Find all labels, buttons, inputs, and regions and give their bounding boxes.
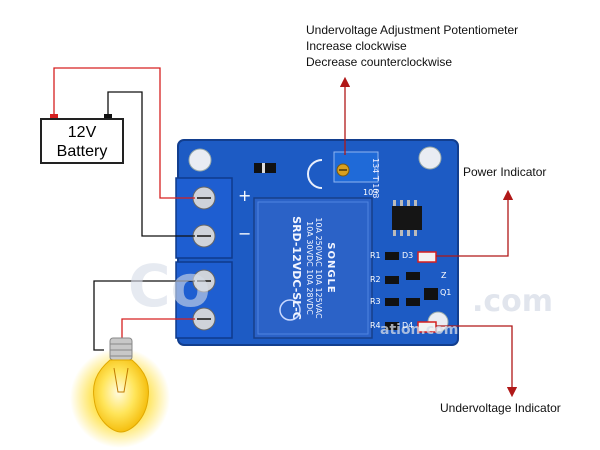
terminal-block-power[interactable] xyxy=(175,177,233,259)
d3-label: D3 xyxy=(402,251,414,260)
relay-text-block: SONGLE 10A 250VAC 10A 125VAC 10A 30VDC 1… xyxy=(254,198,372,338)
ic-chip xyxy=(392,206,422,230)
battery-voltage: 12V xyxy=(67,124,97,141)
relay-model: SRD-12VDC-SL-C xyxy=(290,216,303,320)
relay-rating-2: 10A 30VDC 10A 28VDC xyxy=(305,221,314,315)
smd-resistors xyxy=(385,252,420,330)
minus-label: − xyxy=(238,224,252,243)
battery-label: Battery xyxy=(56,143,108,160)
relay-rating-1: 10A 250VAC 10A 125VAC xyxy=(314,217,323,319)
watermark-big: Co xyxy=(128,252,211,320)
r4-label: R4 xyxy=(370,321,381,330)
load-wire-black xyxy=(93,280,195,351)
mount-hole-tl xyxy=(188,148,212,172)
relay-brand: SONGLE xyxy=(325,242,336,294)
r2-label: R2 xyxy=(370,275,381,284)
transistor xyxy=(424,288,438,300)
battery-positive-wire xyxy=(53,67,195,199)
q1-label: Q1 xyxy=(440,288,452,297)
light-bulb xyxy=(70,337,170,448)
power-led xyxy=(417,251,437,263)
mount-hole-tr xyxy=(418,146,442,170)
watermark-right: .com xyxy=(472,284,554,319)
undervoltage-led xyxy=(417,321,437,333)
r3-label: R3 xyxy=(370,297,381,306)
pot-code-label: 103 xyxy=(363,188,379,197)
r1-label: R1 xyxy=(370,251,381,260)
load-wire-red xyxy=(121,318,195,342)
power-arrow xyxy=(436,189,514,257)
potentiometer[interactable] xyxy=(333,151,379,183)
battery: 12V Battery xyxy=(40,118,124,164)
z-label: Z xyxy=(441,271,447,280)
battery-negative-wire xyxy=(107,91,195,237)
plus-label: + xyxy=(238,186,252,205)
pot-annotation-ccw: Decrease counterclockwise xyxy=(306,55,453,69)
watermark-small: ation.com xyxy=(380,322,459,338)
pot-annotation-title: Undervoltage Adjustment Potentiometer xyxy=(306,23,519,37)
pot-annotation-cw: Increase clockwise xyxy=(306,39,407,53)
d4-label: D4 xyxy=(402,321,414,330)
terminal-block-load[interactable] xyxy=(175,261,233,339)
capacitor-silk xyxy=(307,159,323,189)
relay xyxy=(253,197,373,339)
under-arrow xyxy=(436,325,518,398)
undervoltage-indicator-annotation: Undervoltage Indicator xyxy=(440,401,561,415)
power-indicator-annotation: Power Indicator xyxy=(463,165,547,179)
